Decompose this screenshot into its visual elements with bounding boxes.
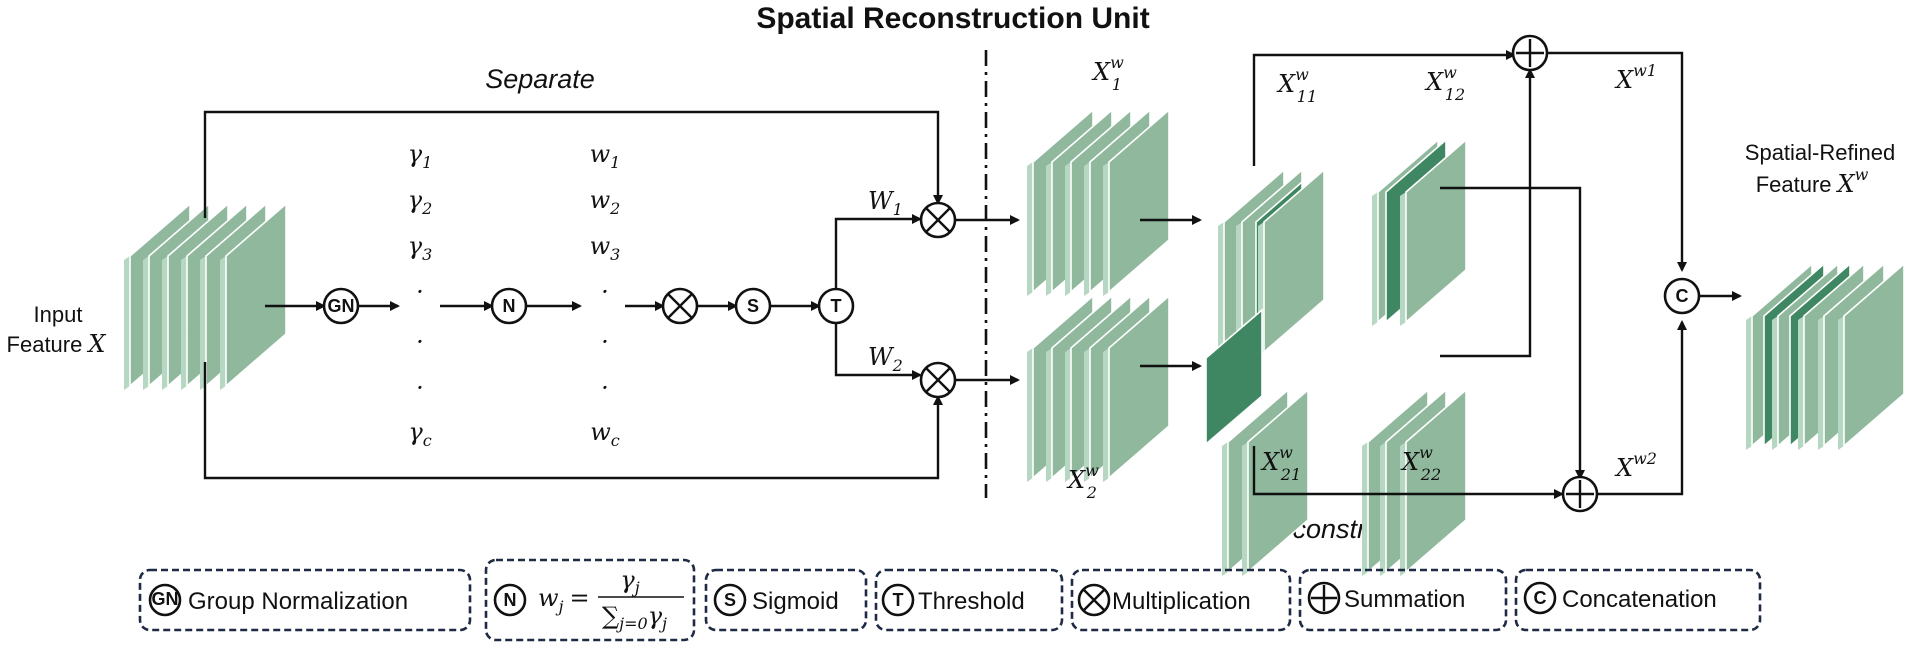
svg-text:T: T <box>893 590 904 610</box>
sigmoid-operator: S <box>734 287 772 325</box>
sum-operator-top <box>1511 34 1549 72</box>
weight-item: w1 <box>590 140 621 172</box>
legend-gn: GN Group Normalization <box>138 568 472 632</box>
svg-text:GN: GN <box>328 296 355 316</box>
label-xw2: Xw2 <box>1614 449 1657 482</box>
gamma-item: γ2 <box>408 186 433 218</box>
x12w-stack <box>1371 138 1467 327</box>
arrow-x11-sum-top <box>1252 50 1516 166</box>
bypass-top-arrow <box>203 110 943 218</box>
gamma-item: · <box>416 328 424 356</box>
label-W1: W1 <box>868 187 903 219</box>
legend: GN Group Normalization N wj= γj ∑j=0γj S… <box>138 558 1762 642</box>
svg-text:C: C <box>1676 286 1689 306</box>
concat-operator: C <box>1663 277 1701 315</box>
weight-item: wc <box>590 418 620 450</box>
legend-n-lhs: wj= <box>538 584 590 616</box>
legend-sigmoid-label: Sigmoid <box>752 588 839 615</box>
legend-summation: Summation <box>1298 568 1508 632</box>
legend-sum-label: Summation <box>1344 586 1465 613</box>
arrow-x21-sum-bottom <box>1252 446 1564 499</box>
gamma-list: γ1 γ2 γ3 · · · γc <box>408 140 433 450</box>
svg-text:C: C <box>1534 588 1547 608</box>
label-W2: W2 <box>868 343 903 375</box>
svg-text:N: N <box>503 296 516 316</box>
section-separate: Separate <box>485 64 595 94</box>
legend-concatenation: C Concatenation <box>1514 568 1762 632</box>
svg-text:T: T <box>831 296 842 316</box>
arrow-xw2-concat <box>1597 320 1687 496</box>
svg-text:N: N <box>504 590 517 610</box>
x1w-stack <box>1026 109 1170 297</box>
svg-text:S: S <box>724 590 736 610</box>
legend-multiplication: Multiplication <box>1070 568 1292 632</box>
gamma-item: · <box>416 278 424 306</box>
gamma-item: γc <box>408 418 431 450</box>
legend-threshold: T Threshold <box>874 568 1064 632</box>
multiply-operator-top <box>919 201 957 239</box>
weight-item: w2 <box>590 186 621 218</box>
arrow-x22-sum-top <box>1440 68 1535 358</box>
bypass-bottom-arrow <box>203 362 943 480</box>
svg-text:S: S <box>747 296 759 316</box>
arrow-xw1-concat <box>1547 51 1687 272</box>
legend-normalize: N wj= γj ∑j=0γj <box>484 558 696 642</box>
x22w-stack <box>1361 389 1467 577</box>
diagram-title: Spatial Reconstruction Unit <box>756 2 1149 35</box>
normalize-operator: N <box>490 287 528 325</box>
arrow-x12-sum-bottom <box>1440 186 1585 480</box>
threshold-operator: T <box>817 287 855 325</box>
svg-text:GN: GN <box>152 589 179 609</box>
x11w-stack <box>1217 169 1325 357</box>
gamma-item: γ1 <box>408 140 433 172</box>
legend-n-numerator: γj <box>620 566 639 597</box>
legend-concat-label: Concatenation <box>1562 586 1717 613</box>
arrow-t-w2 <box>834 323 922 380</box>
multiply-operator-chain <box>661 287 699 325</box>
gn-operator: GN <box>322 287 360 325</box>
sum-operator-bottom <box>1561 475 1599 513</box>
legend-threshold-label: Threshold <box>918 588 1025 615</box>
weight-item: · <box>601 278 609 306</box>
weight-item: w3 <box>590 232 621 264</box>
gamma-item: · <box>416 374 424 402</box>
weight-item: · <box>601 328 609 356</box>
label-xw1: Xw1 <box>1614 61 1657 94</box>
legend-n-denominator: ∑j=0γj <box>602 602 667 633</box>
weight-item: · <box>601 374 609 402</box>
gamma-item: γ3 <box>408 232 433 264</box>
x2w-stack <box>1026 295 1170 483</box>
legend-sigmoid: S Sigmoid <box>704 568 868 632</box>
weight-list: w1 w2 w3 · · · wc <box>590 140 621 450</box>
output-label-line1: Spatial-Refined <box>1745 140 1895 165</box>
legend-mult-label: Multiplication <box>1112 588 1251 615</box>
multiply-operator-bottom <box>919 361 957 399</box>
arrow-t-w1 <box>834 214 922 289</box>
output-feature-stack <box>1745 262 1905 451</box>
x21w-stack <box>1205 308 1309 577</box>
input-label-line1: Input <box>34 302 83 327</box>
legend-gn-label: Group Normalization <box>188 588 408 615</box>
